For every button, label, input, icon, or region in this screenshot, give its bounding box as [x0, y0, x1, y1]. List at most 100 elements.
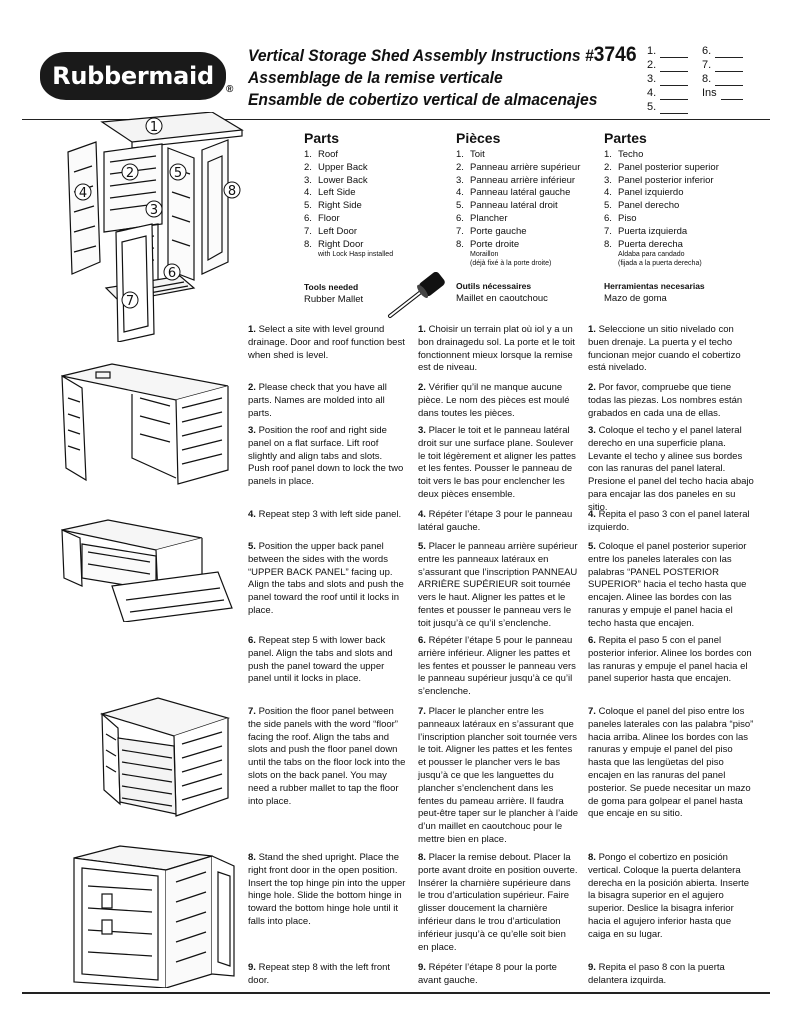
step-8-french: 8. Placer la remise debout. Placer la po…	[418, 852, 578, 954]
step-4-english: 4. Repeat step 3 with left side panel.	[248, 509, 406, 522]
list-item: 1.Roof	[304, 149, 339, 160]
step-4-spanish: 4. Repita el paso 3 con el panel lateral…	[588, 509, 754, 535]
tools-item: Maillet en caoutchouc	[456, 293, 548, 305]
list-item: 2.Upper Back	[304, 161, 368, 173]
callout-3: 3	[150, 203, 158, 218]
rubber-mallet-icon	[388, 272, 445, 318]
callout-8: 8	[228, 184, 236, 199]
list-item: 4.Left Side	[304, 187, 356, 199]
step-7-illustration	[99, 697, 231, 817]
step-text: Coloque el techo y el panel lateral dere…	[588, 425, 754, 513]
callout-4: 4	[79, 186, 87, 201]
step-number: 8.	[588, 852, 596, 863]
list-item: 4.Panneau latéral gauche	[456, 187, 571, 199]
step-9-english: 9. Repeat step 8 with the left front doo…	[248, 962, 406, 988]
step-8-illustration	[73, 845, 235, 988]
step-number: 6.	[588, 635, 596, 646]
step-text: Vérifier qu’il ne manque aucune pièce. L…	[418, 382, 570, 419]
step-3-english: 3. Position the roof and right side pane…	[248, 425, 406, 489]
part-note: with Lock Hasp installed	[318, 251, 394, 259]
step-number: 6.	[248, 635, 256, 646]
step-text: Por favor, compruebe que tiene todas las…	[588, 382, 743, 419]
step-checklist: 1.6. 2.7. 3.8. 4.Ins 5.	[647, 44, 757, 114]
footer-rule	[22, 992, 770, 994]
step-2-spanish: 2. Por favor, compruebe que tiene todas …	[588, 382, 754, 420]
step-text: Pongo el cobertizo en posición vertical.…	[588, 852, 750, 940]
step-6-french: 6. Répéter l’étape 5 pour le panneau arr…	[418, 635, 578, 699]
step-number: 1.	[248, 324, 256, 335]
step-9-spanish: 9. Repita el paso 8 con la puerta delant…	[588, 962, 754, 988]
step-number: 7.	[588, 706, 596, 717]
parts-heading: Parts	[304, 130, 340, 146]
step-3-illustration	[61, 363, 229, 485]
step-number: 3.	[588, 425, 596, 436]
step-text: Repeat step 3 with left side panel.	[258, 509, 402, 520]
part-note: Aldaba para candado	[618, 251, 685, 259]
step-text: Répéter l’étape 5 pour le panneau arrièr…	[418, 635, 576, 698]
tools-item: Mazo de goma	[604, 293, 667, 305]
step-number: 3.	[248, 425, 256, 436]
tools-heading: Herramientas necesarias	[604, 281, 705, 292]
step-number: 1.	[588, 324, 596, 335]
callout-5: 5	[174, 166, 182, 181]
step-text: Position the roof and right side panel o…	[248, 425, 404, 488]
registered-mark: ®	[226, 84, 234, 95]
step-text: Placer le plancher entre les panneaux la…	[418, 706, 579, 845]
step-text: Please check that you have all parts. Na…	[248, 382, 387, 419]
step-number: 4.	[588, 509, 596, 520]
step-text: Placer le panneau arrière supérieur entr…	[418, 541, 578, 629]
step-number: 3.	[418, 425, 426, 436]
step-3-spanish: 3. Coloque el techo y el panel lateral d…	[588, 425, 754, 515]
callout-2: 2	[126, 166, 134, 181]
step-9-french: 9. Répéter l’étape 8 pour la porte avant…	[418, 962, 578, 988]
list-item: 6.Plancher	[456, 212, 508, 224]
step-number: 9.	[588, 962, 596, 973]
list-item: 3.Lower Back	[304, 174, 368, 186]
step-text: Repita el paso 5 con el panel posterior …	[588, 635, 752, 685]
title-block: Vertical Storage Shed Assembly Instructi…	[248, 44, 643, 111]
parts-list-spanish: Partes 1.Techo 2.Panel posterior superio…	[604, 130, 774, 306]
step-text: Coloque el panel del piso entre los pane…	[588, 706, 754, 820]
step-text: Choisir un terrain plat où iol y a un bo…	[418, 324, 575, 374]
step-text: Select a site with level ground drainage…	[248, 324, 405, 361]
step-7-spanish: 7. Coloque el panel del piso entre los p…	[588, 706, 754, 821]
list-item: 1.Techo	[604, 149, 644, 160]
step-text: Position the upper back panel between th…	[248, 541, 404, 616]
list-item: 4.Panel izquierdo	[604, 187, 684, 199]
step-text: Repeat step 5 with lower back panel. Ali…	[248, 635, 393, 685]
callout-7: 7	[126, 294, 134, 309]
header-rule	[22, 119, 770, 120]
list-item: 2.Panneau arrière supérieur	[456, 161, 581, 173]
step-text: Repita el paso 8 con la puerta delantera…	[588, 962, 725, 986]
list-item: 5.Panel derecho	[604, 200, 680, 212]
step-number: 5.	[248, 541, 256, 552]
part-note: (fijada a la puerta derecha)	[618, 259, 702, 267]
tools-heading: Tools needed	[304, 281, 359, 292]
step-text: Répéter l’étape 8 pour la porte avant ga…	[418, 962, 557, 986]
step-text: Repita el paso 3 con el panel lateral iz…	[588, 509, 750, 533]
list-item: 8.Right Door	[304, 238, 364, 250]
step-8-english: 8. Stand the shed upright. Place the rig…	[248, 852, 406, 929]
part-note: Moraillon	[470, 251, 499, 259]
model-number: 3746	[593, 43, 637, 66]
step-text: Placer le toit et le panneau latéral dro…	[418, 425, 576, 500]
step-7-english: 7. Position the floor panel between the …	[248, 706, 406, 808]
list-item: 7.Porte gauche	[456, 225, 527, 237]
step-5-french: 5. Placer le panneau arrière supérieur e…	[418, 541, 578, 631]
list-item: 5.Right Side	[304, 200, 362, 212]
step-6-spanish: 6. Repita el paso 5 con el panel posteri…	[588, 635, 754, 686]
step-1-spanish: 1. Seleccione un sitio nivelado con buen…	[588, 324, 754, 375]
rubbermaid-logo: Rubbermaid	[40, 52, 226, 100]
step-number: 1.	[418, 324, 426, 335]
step-2-english: 2. Please check that you have all parts.…	[248, 382, 406, 420]
step-number: 2.	[418, 382, 426, 393]
step-number: 8.	[418, 852, 426, 863]
tools-item: Rubber Mallet	[304, 293, 364, 305]
step-1-french: 1. Choisir un terrain plat où iol y a un…	[418, 324, 578, 375]
step-text: Position the floor panel between the sid…	[248, 706, 406, 807]
step-6-english: 6. Repeat step 5 with lower back panel. …	[248, 635, 406, 686]
parts-list-french: Pièces 1.Toit 2.Panneau arrière supérieu…	[456, 130, 606, 306]
step-number: 9.	[418, 962, 426, 973]
step-text: Répéter l’étape 3 pour le panneau latéra…	[418, 509, 573, 533]
parts-list-english: Parts 1.Roof 2.Upper Back 3.Lower Back 4…	[304, 130, 454, 306]
